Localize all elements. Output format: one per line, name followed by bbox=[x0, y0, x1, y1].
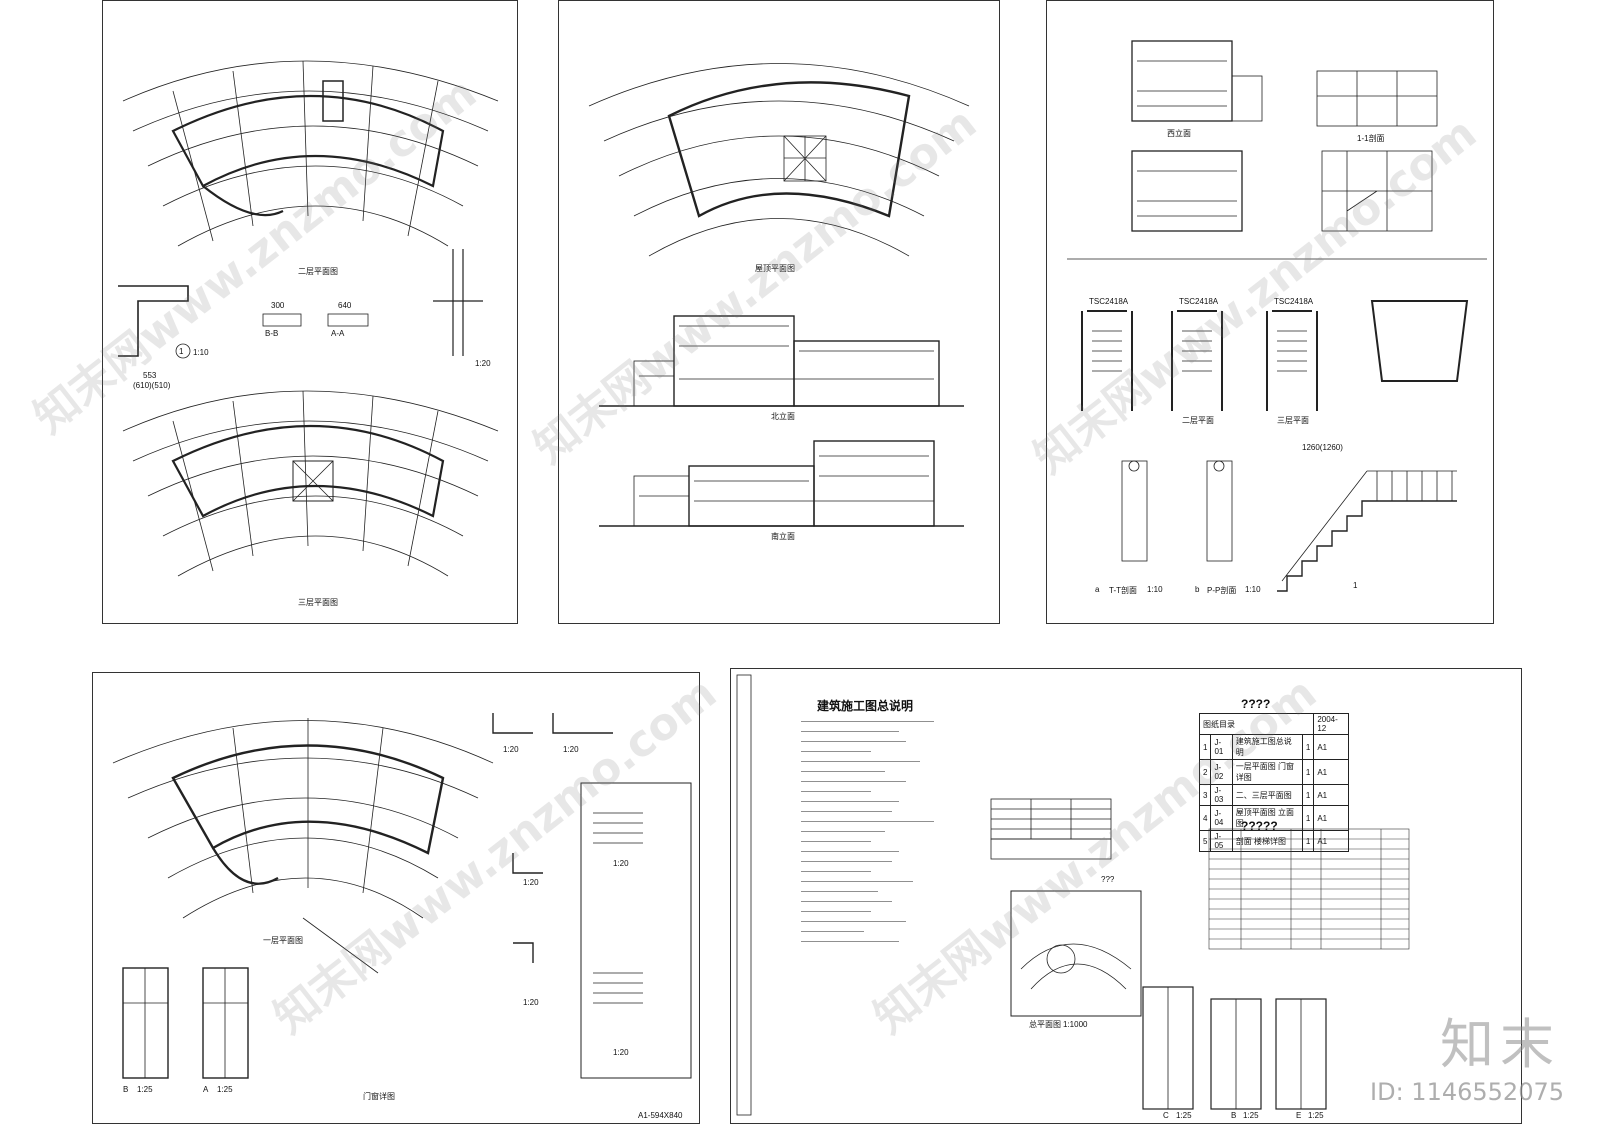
section-tt-scale: 1:10 bbox=[1147, 585, 1163, 594]
sections-stairs-drawing bbox=[1067, 40, 1487, 592]
notes-drawing bbox=[736, 674, 1327, 1116]
detail-4-scale: 1:20 bbox=[523, 878, 539, 887]
section-bb-label: B-B bbox=[265, 329, 279, 338]
detail-5-scale: 1:20 bbox=[613, 859, 629, 868]
detail-scale-20: 1:20 bbox=[475, 359, 491, 368]
sheet-ground-floor: 一层平面图 B 1:25 A 1:25 门窗详图 1:20 1:20 1:20 … bbox=[92, 672, 700, 1124]
north-elevation-title: 北立面 bbox=[771, 412, 795, 421]
plan-top-title: 二层平面图 bbox=[298, 267, 338, 276]
dim-553: 553 bbox=[143, 371, 157, 380]
south-elevation-title: 南立面 bbox=[771, 532, 795, 541]
door-a-scale: 1:25 bbox=[217, 1085, 233, 1094]
stair-label-3: TSC2418A bbox=[1274, 297, 1314, 306]
brand-logo: 知末 bbox=[1440, 1013, 1560, 1076]
detail-scale: 1:10 bbox=[193, 348, 209, 357]
dim-640: 640 bbox=[338, 301, 352, 310]
door-e-scale: 1:25 bbox=[1308, 1111, 1324, 1120]
door-b-scale: 1:25 bbox=[137, 1085, 153, 1094]
door-a-label: A bbox=[203, 1085, 209, 1094]
circle-a: a bbox=[1095, 585, 1100, 594]
door-c-label: C bbox=[1163, 1111, 1169, 1120]
stair-label-1: TSC2418A bbox=[1089, 297, 1129, 306]
ground-floor-drawing bbox=[112, 713, 692, 1079]
circle-b: b bbox=[1195, 585, 1200, 594]
detail-number: 1 bbox=[179, 347, 184, 356]
door-table-grid bbox=[1208, 828, 1410, 950]
plans-drawing bbox=[118, 60, 499, 577]
west-elevation-title: 西立面 bbox=[1167, 129, 1191, 138]
notes-title: 建筑施工图总说明 bbox=[817, 699, 914, 713]
sheet-sections-stairs: 西立面 1-1剖面 TSC2418A TSC2418A TSC2418A 二层平… bbox=[1046, 0, 1494, 624]
ground-plan-title: 一层平面图 bbox=[263, 936, 303, 945]
section-pp-scale: 1:10 bbox=[1245, 585, 1261, 594]
sheet-general-notes: 建筑施工图总说明 ———————————————————————————————… bbox=[730, 668, 1522, 1124]
dim-610-510: (610)(510) bbox=[133, 381, 171, 390]
stair-label-2: TSC2418A bbox=[1179, 297, 1219, 306]
section-aa-label: A-A bbox=[331, 329, 345, 338]
detail-6-scale: 1:20 bbox=[613, 1048, 629, 1057]
section-1-1-title: 1-1剖面 bbox=[1357, 134, 1385, 143]
sheet4-code: A1-594X840 bbox=[638, 1111, 683, 1120]
stair-plan-label-2: 二层平面 bbox=[1182, 416, 1214, 425]
sheet-floor-plans-2-3: 二层平面图 三层平面图 B-B A-A 1:10 1 640 300 553 (… bbox=[102, 0, 518, 624]
detail-7-scale: 1:20 bbox=[523, 998, 539, 1007]
drawing-list-title: ???? bbox=[1241, 697, 1271, 711]
site-plan-scale: 1:1000 bbox=[1063, 1020, 1088, 1029]
sheet-roof-elevations: 屋顶平面图 北立面 南立面 bbox=[558, 0, 1000, 624]
detail-1-scale: 1:20 bbox=[503, 745, 519, 754]
site-plan-tag: ??? bbox=[1101, 875, 1115, 884]
plan-bottom-title: 三层平面图 bbox=[298, 598, 338, 607]
circle-1: 1 bbox=[1353, 581, 1358, 590]
detail-2-scale: 1:20 bbox=[563, 745, 579, 754]
door-caption: 门窗详图 bbox=[363, 1092, 395, 1101]
section-tt-title: T-T剖面 bbox=[1109, 586, 1137, 595]
door-table-title: ????? bbox=[1241, 819, 1278, 833]
stair-plan-label-3: 三层平面 bbox=[1277, 416, 1309, 425]
notes-body-left: ————————————————————————————————————————… bbox=[801, 718, 934, 945]
door-e-label: E bbox=[1296, 1111, 1302, 1120]
rail-dimension: 1260(1260) bbox=[1302, 443, 1343, 452]
door-b2-label: B bbox=[1231, 1111, 1237, 1120]
site-plan-title: 总平面图 bbox=[1029, 1020, 1061, 1029]
asset-id: ID: 1146552075 bbox=[1370, 1078, 1564, 1106]
door-c-scale: 1:25 bbox=[1176, 1111, 1192, 1120]
door-b-label: B bbox=[123, 1085, 129, 1094]
door-b2-scale: 1:25 bbox=[1243, 1111, 1259, 1120]
roof-plan-title: 屋顶平面图 bbox=[755, 264, 795, 273]
roof-elevations-drawing bbox=[588, 63, 970, 527]
dim-300: 300 bbox=[271, 301, 285, 310]
section-pp-title: P-P剖面 bbox=[1207, 586, 1237, 595]
